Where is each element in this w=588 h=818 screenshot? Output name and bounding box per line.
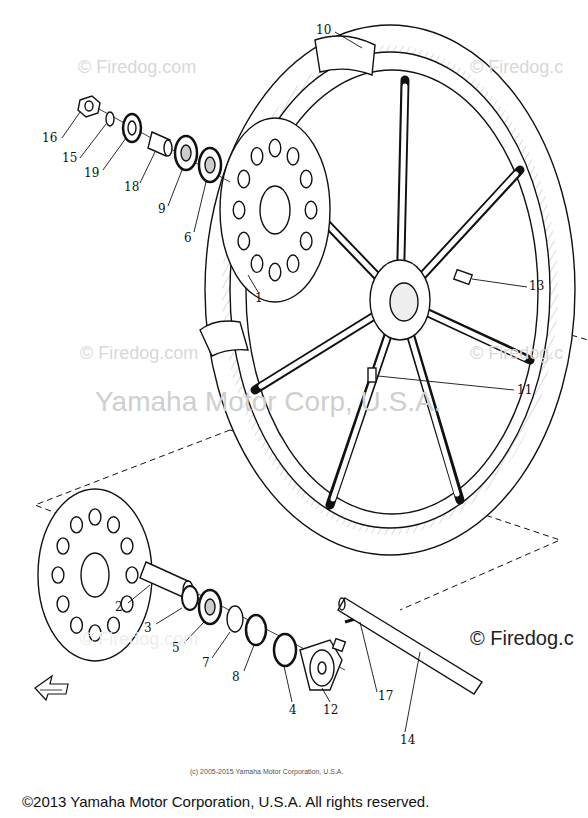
- disc-hole: [233, 201, 245, 218]
- disc-hole: [71, 517, 83, 533]
- callout-number: 16: [42, 132, 57, 144]
- callout-number: 6: [184, 232, 192, 244]
- disc-hole: [287, 255, 299, 272]
- callout-number: 9: [158, 203, 166, 215]
- callout-number: 5: [172, 642, 180, 654]
- callout-number: 18: [124, 181, 139, 193]
- callout-number: 14: [400, 734, 415, 746]
- watermark: © Firedog.c: [470, 58, 563, 76]
- disc-hole: [305, 201, 317, 218]
- disc-hole: [238, 232, 250, 249]
- callout-number: 19: [84, 167, 99, 179]
- watermark: © Firedog.c: [470, 628, 574, 648]
- callout-number: 4: [289, 704, 297, 716]
- callout-number: 10: [316, 24, 331, 36]
- callout-number: 12: [323, 704, 338, 716]
- watermark: © Firedog.com: [80, 630, 198, 648]
- disc-hole: [287, 148, 299, 165]
- disc-hole: [52, 567, 64, 583]
- callout-number: 13: [529, 280, 544, 292]
- callout-number: 7: [202, 657, 210, 669]
- disc-hole: [300, 232, 312, 249]
- disc-hole: [126, 567, 138, 583]
- disc-hole: [108, 517, 120, 533]
- disc-hole: [269, 139, 281, 156]
- disc-hole: [238, 170, 250, 187]
- disc-hole: [251, 148, 263, 165]
- disc-hole: [121, 538, 133, 554]
- disc-hole: [300, 170, 312, 187]
- watermark: © Firedog.com: [80, 344, 198, 362]
- disc-hole: [57, 596, 69, 612]
- disc-hole: [121, 596, 133, 612]
- callout-number: 15: [62, 152, 77, 164]
- watermark: Yamaha Motor Corp, U.S.A.: [95, 388, 442, 416]
- watermark: © Firedog.c: [470, 344, 563, 362]
- callout-number: 2: [115, 601, 123, 613]
- watermark: © Firedog.com: [78, 58, 196, 76]
- disc-hole: [251, 255, 263, 272]
- callout-number: 11: [517, 384, 532, 396]
- disc-hole: [57, 538, 69, 554]
- callout-number: 8: [232, 671, 240, 683]
- copyright-note: (c) 2005-2015 Yamaha Motor Corporation, …: [190, 768, 343, 775]
- callout-number: 17: [378, 690, 393, 702]
- callout-number: 3: [144, 622, 152, 634]
- callout-number: 1: [255, 292, 263, 304]
- copyright-line: ©2013 Yamaha Motor Corporation, U.S.A. A…: [22, 794, 429, 809]
- disc-hole: [269, 263, 281, 280]
- disc-hole: [89, 509, 101, 525]
